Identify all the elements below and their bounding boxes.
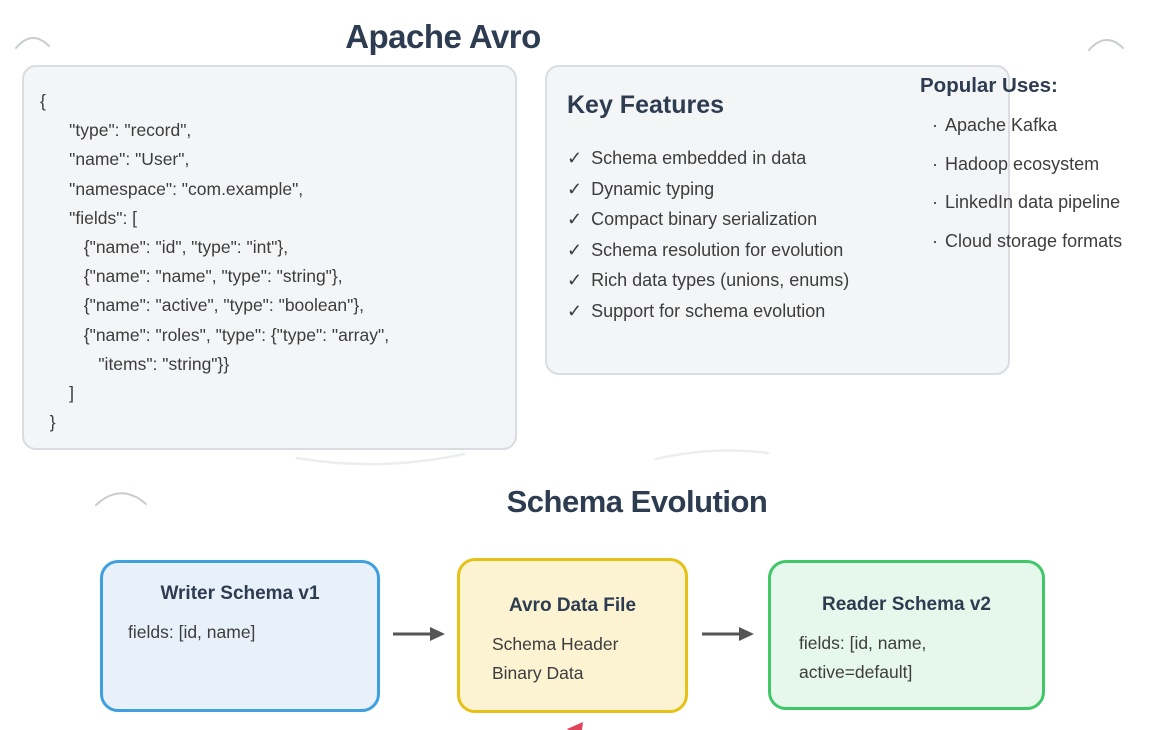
list-item: · Cloud storage formats: [932, 230, 1170, 252]
box-line: active=default]: [799, 662, 913, 682]
sketch-arc-top-left: [15, 37, 50, 49]
key-features-heading: Key Features: [567, 91, 725, 119]
page-title: Apache Avro: [345, 18, 541, 55]
key-features-list: ✓ Schema embedded in data ✓ Dynamic typing…: [567, 143, 988, 326]
feature-label: Rich data types (unions, enums): [591, 270, 850, 290]
check-icon: ✓: [567, 300, 583, 321]
reader-schema-box: Reader Schema v2 fields: [id, name, acti…: [768, 560, 1045, 710]
check-icon: ✓: [567, 178, 583, 199]
writer-schema-box: Writer Schema v1 fields: [id, name]: [100, 560, 380, 712]
box-body: fields: [id, name, active=default]: [799, 629, 1042, 687]
key-features-panel: Key Features ✓ Schema embedded in data ✓ D…: [545, 65, 1010, 375]
sketch-arc-top-right: [1088, 39, 1124, 51]
feature-label: Support for schema evolution: [591, 300, 826, 321]
box-body: fields: [id, name]: [128, 622, 256, 642]
use-label: Cloud storage formats: [945, 230, 1123, 251]
feature-label: Schema resolution for evolution: [591, 239, 844, 260]
box-line: Schema Header: [492, 634, 619, 654]
use-label: Hadoop ecosystem: [945, 153, 1100, 174]
bullet-icon: ·: [932, 115, 938, 135]
arrow-datafile-to-reader: [702, 627, 754, 641]
bullet-icon: ·: [932, 153, 938, 174]
red-annotation-mark: [567, 722, 583, 730]
popular-uses-heading: Popular Uses:: [920, 74, 1058, 97]
check-icon: ✓: [567, 209, 583, 229]
list-item: ✓ Compact binary serialization: [567, 204, 988, 235]
box-line: Binary Data: [492, 663, 584, 683]
sketch-arc-center: [654, 449, 770, 461]
feature-label: Compact binary serialization: [591, 209, 818, 229]
box-title: Reader Schema v2: [822, 594, 991, 615]
list-item: ✓ Support for schema evolution: [567, 296, 988, 327]
box-title: Writer Schema v1: [160, 583, 320, 604]
check-icon: ✓: [567, 148, 583, 168]
feature-label: Dynamic typing: [591, 178, 715, 199]
check-icon: ✓: [567, 239, 583, 260]
schema-code: { "type": "record", "name": "User", "nam…: [40, 91, 390, 433]
sketch-arc-left: [95, 492, 147, 506]
list-item: ✓ Dynamic typing: [567, 174, 988, 205]
box-line: fields: [id, name,: [799, 633, 927, 653]
list-item: · Apache Kafka: [932, 114, 1170, 136]
box-title: Avro Data File: [508, 595, 637, 616]
box-body: Schema Header Binary Data: [492, 630, 685, 688]
list-item: · Hadoop ecosystem: [932, 153, 1170, 175]
sketch-swoosh-under-code: [295, 452, 466, 466]
list-item: ✓ Schema embedded in data: [567, 143, 988, 174]
avro-data-file-box: Avro Data File Schema Header Binary Data: [457, 558, 688, 713]
use-label: LinkedIn data pipeline: [945, 192, 1121, 212]
use-label: Apache Kafka: [945, 115, 1058, 135]
schema-code-panel: { "type": "record", "name": "User", "nam…: [22, 65, 517, 450]
feature-label: Schema embedded in data: [591, 148, 807, 168]
list-item: ✓ Schema resolution for evolution: [567, 235, 988, 266]
bullet-icon: ·: [932, 230, 938, 251]
schema-evolution-heading: Schema Evolution: [506, 484, 768, 519]
list-item: · LinkedIn data pipeline: [932, 191, 1170, 213]
arrow-writer-to-datafile: [393, 627, 445, 641]
list-item: ✓ Rich data types (unions, enums): [567, 265, 988, 296]
popular-uses: Popular Uses: · Apache Kafka · Hadoop ecos…: [920, 74, 1170, 268]
check-icon: ✓: [567, 270, 583, 290]
bullet-icon: ·: [932, 192, 938, 212]
